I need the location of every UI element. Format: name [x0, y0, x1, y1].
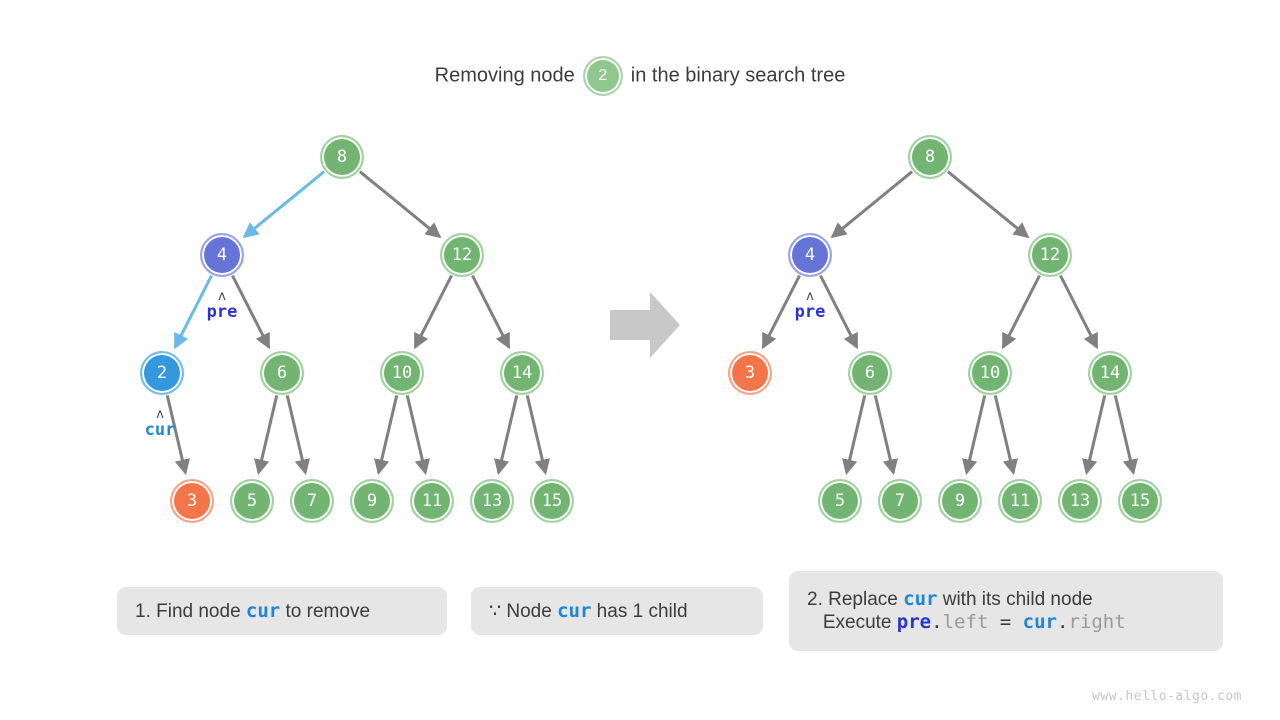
tree-node-13[interactable]: 13 [1058, 479, 1102, 523]
title-node-chip: 2 [582, 56, 623, 96]
caption-text: Execute [807, 612, 897, 633]
tree-edge [842, 395, 867, 476]
tree-node-2[interactable]: 2 [140, 351, 184, 395]
caption-find-cur: 1. Find node cur to remove [117, 587, 447, 635]
tree-edge [413, 274, 453, 350]
tree-node-15[interactable]: 15 [1118, 479, 1162, 523]
code-token-cur: cur [557, 599, 592, 622]
caption-line: Execute pre.left = cur.right [807, 611, 1205, 634]
title-prefix: Removing node [434, 64, 575, 87]
tree-edge [231, 274, 271, 350]
step-arrow-icon [610, 292, 680, 358]
tree-node-7[interactable]: 7 [290, 479, 334, 523]
tree-edge [494, 395, 519, 476]
right-tree-edges [761, 170, 1138, 476]
tree-node-15[interactable]: 15 [530, 479, 574, 523]
tree-edge [1082, 395, 1107, 476]
tree-node-13[interactable]: 13 [470, 479, 514, 523]
title-suffix: in the binary search tree [630, 64, 846, 87]
caption-text: has 1 child [591, 600, 688, 622]
caption-text: 2. Replace [807, 589, 904, 610]
tree-node-9[interactable]: 9 [938, 479, 982, 523]
caption-replace-cur: 2. Replace cur with its child node Execu… [789, 571, 1223, 651]
tree-edge [173, 274, 213, 350]
left-tree-edges [165, 170, 550, 476]
tree-node-6[interactable]: 6 [260, 351, 304, 395]
tree-edge [285, 395, 310, 476]
pointer-caret-icon: ʌ [806, 289, 814, 304]
pointer-caret-icon: ʌ [218, 289, 226, 304]
pointer-text: cur [144, 420, 176, 440]
tree-node-6[interactable]: 6 [848, 351, 892, 395]
tree-node-7[interactable]: 7 [878, 479, 922, 523]
tree-node-12[interactable]: 12 [440, 233, 484, 277]
tree-node-10[interactable]: 10 [380, 351, 424, 395]
caption-line: ∵ Node cur has 1 child [489, 600, 745, 623]
tree-edge [254, 395, 279, 476]
tree-edge [374, 395, 399, 476]
tree-edge [1113, 395, 1138, 476]
tree-edge [830, 170, 914, 239]
tree-node-5[interactable]: 5 [230, 479, 274, 523]
tree-edge [1059, 274, 1099, 350]
caption-line: 1. Find node cur to remove [135, 600, 429, 623]
page-title: Removing node 2 in the binary search tree [0, 56, 1280, 96]
tree-edge [165, 395, 190, 476]
tree-edge [405, 395, 430, 476]
code-token-cur: cur [903, 588, 938, 610]
tree-node-3[interactable]: 3 [170, 479, 214, 523]
tree-node-12[interactable]: 12 [1028, 233, 1072, 277]
code-token: right [1068, 611, 1126, 633]
tree-node-3[interactable]: 3 [728, 351, 772, 395]
pointer-text: pre [206, 302, 238, 322]
tree-node-10[interactable]: 10 [968, 351, 1012, 395]
code-token-pre: pre [896, 611, 932, 633]
code-token: . [1056, 611, 1069, 633]
tree-node-14[interactable]: 14 [1088, 351, 1132, 395]
tree-edge [873, 395, 898, 476]
tree-node-14[interactable]: 14 [500, 351, 544, 395]
code-token: left [942, 611, 989, 633]
tree-edge [761, 274, 801, 350]
code-token: . [931, 611, 943, 633]
watermark: www.hello-algo.com [1092, 689, 1242, 704]
code-token-cur: cur [1022, 611, 1057, 633]
tree-node-8[interactable]: 8 [320, 135, 364, 179]
code-token: = [988, 611, 1023, 633]
tree-node-4[interactable]: 4 [788, 233, 832, 277]
pointer-caret-icon: ʌ [156, 407, 164, 422]
pointer-text: pre [794, 302, 826, 322]
tree-node-8[interactable]: 8 [908, 135, 952, 179]
tree-node-9[interactable]: 9 [350, 479, 394, 523]
tree-edge [819, 274, 859, 350]
caption-text: with its child node [937, 589, 1093, 610]
tree-edge [946, 170, 1030, 239]
tree-edge [1001, 274, 1041, 350]
caption-text: to remove [280, 600, 371, 622]
tree-edge [358, 170, 442, 239]
code-token-cur: cur [245, 599, 281, 622]
caption-one-child: ∵ Node cur has 1 child [471, 587, 763, 635]
tree-edge [993, 395, 1018, 476]
caption-text: 1. Find node [135, 600, 246, 622]
tree-edge [471, 274, 511, 350]
tree-node-5[interactable]: 5 [818, 479, 862, 523]
tree-edge [962, 395, 987, 476]
caption-text: ∵ Node [489, 600, 558, 622]
tree-edge [525, 395, 550, 476]
tree-edge [242, 170, 326, 239]
caption-line: 2. Replace cur with its child node [807, 588, 1205, 611]
tree-node-11[interactable]: 11 [410, 479, 454, 523]
tree-node-11[interactable]: 11 [998, 479, 1042, 523]
tree-node-4[interactable]: 4 [200, 233, 244, 277]
